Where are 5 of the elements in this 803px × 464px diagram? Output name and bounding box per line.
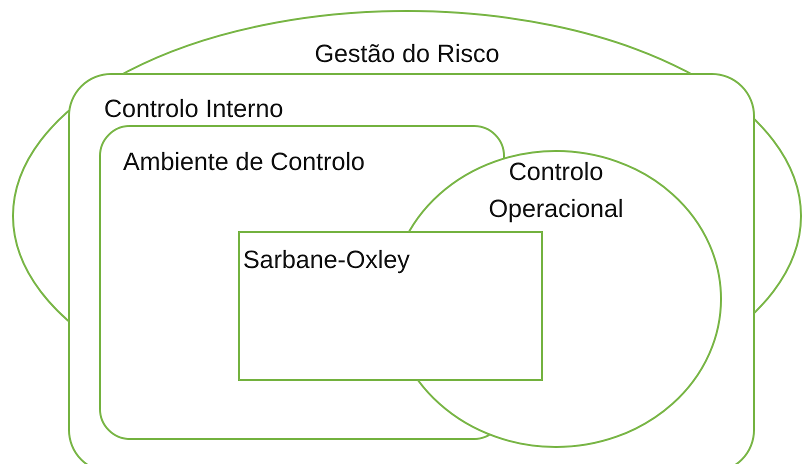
- region-label: Ambiente de Controlo: [123, 148, 365, 177]
- region-label: Gestão do Risco: [314, 40, 500, 69]
- region-label: Controlo Operacional: [488, 157, 624, 225]
- region-label: Sarbane-Oxley: [243, 246, 410, 275]
- region-label: Controlo Interno: [104, 95, 284, 124]
